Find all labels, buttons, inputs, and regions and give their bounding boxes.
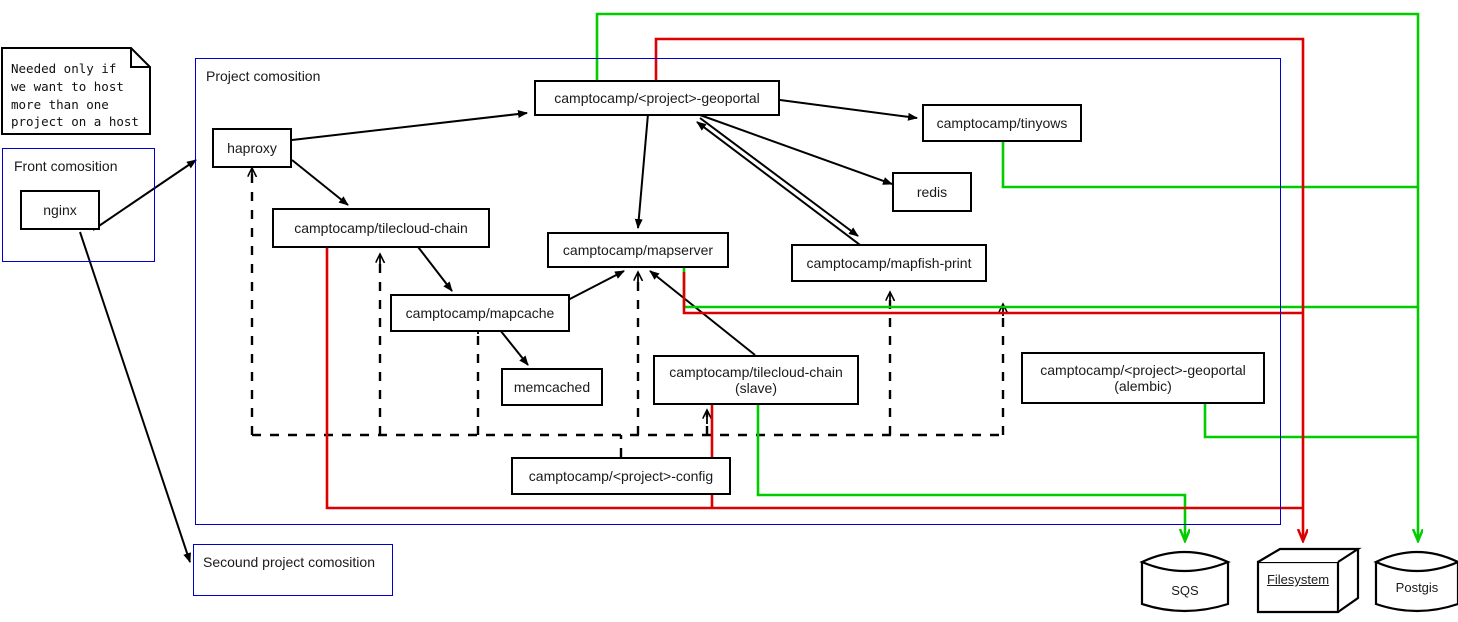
store-filesystem-shape [1256, 547, 1362, 614]
node-haproxy-label: haproxy [227, 139, 277, 156]
node-mapfish-print[interactable]: camptocamp/mapfish-print [791, 244, 987, 282]
store-postgis-shape [1373, 550, 1458, 613]
node-memcached-label: memcached [513, 378, 591, 395]
group-project-comosition [195, 58, 1281, 525]
edge-nginx-to-haproxy [92, 159, 197, 231]
edge-haproxy-to-tilecloud-chain [291, 159, 349, 206]
green-geoportal-to-postgis [595, 12, 1418, 540]
edge-haproxy-to-geoportal [291, 110, 528, 141]
edge-geoportal-to-tinyows [779, 99, 918, 121]
node-mapcache-label: camptocamp/mapcache [405, 304, 555, 321]
green-tinyows-to-postgis [1001, 142, 1418, 189]
node-tilecloud-chain[interactable]: camptocamp/tilecloud-chain [272, 208, 490, 248]
node-geoportal-alembic-label: camptocamp/<project>-geoportal [1040, 361, 1246, 378]
store-sqs-label: SQS [1171, 583, 1199, 598]
group-secound-project-comosition-label: Secound project comosition [203, 554, 375, 570]
red-tilecloud-chain-to-filesystem [325, 248, 1303, 510]
note-fold-icon [130, 48, 150, 68]
node-nginx[interactable]: nginx [20, 190, 100, 230]
node-memcached[interactable]: memcached [501, 368, 603, 406]
group-project-comosition-label: Project comosition [206, 68, 321, 84]
node-redis[interactable]: redis [892, 172, 972, 212]
group-secound-project-comosition [193, 544, 393, 596]
edge-nginx-to-secound-project [79, 231, 191, 563]
note-text: Needed only if we want to host more than… [11, 61, 139, 130]
note-shape [1, 47, 151, 135]
node-haproxy[interactable]: haproxy [212, 128, 292, 168]
node-project-config[interactable]: camptocamp/<project>-config [511, 457, 731, 495]
edge-mapfish-print-to-geoportal [696, 121, 881, 261]
node-redis-label: redis [916, 183, 948, 200]
edge-mapcache-to-mapserver [565, 270, 625, 302]
green-tilecloud-slave-to-sqs [756, 405, 1185, 540]
node-tinyows-label: camptocamp/tinyows [936, 114, 1068, 131]
edge-tilecloud-chain-to-mapcache [414, 242, 453, 292]
store-postgis-label: Postgis [1395, 580, 1439, 595]
node-project-config-label: camptocamp/<project>-config [528, 467, 714, 484]
red-mapserver-to-filesystem [682, 272, 1303, 315]
node-tilecloud-chain-slave[interactable]: camptocamp/tilecloud-chain (slave) [653, 355, 859, 405]
node-tilecloud-chain-slave-label: camptocamp/tilecloud-chain [669, 363, 843, 380]
node-mapfish-print-label: camptocamp/mapfish-print [806, 254, 972, 271]
node-mapserver-label: camptocamp/mapserver [562, 241, 714, 258]
red-geoportal-to-filesystem [654, 37, 1303, 540]
node-mapserver[interactable]: camptocamp/mapserver [547, 232, 729, 268]
node-geoportal-label: camptocamp/<project>-geoportal [554, 89, 760, 106]
group-front-comosition-label: Front comosition [14, 158, 118, 174]
edge-mapcache-to-memcached [499, 329, 529, 366]
node-geoportal-alembic[interactable]: camptocamp/<project>-geoportal (alembic) [1021, 352, 1265, 404]
node-geoportal-alembic-sublabel: (alembic) [1114, 378, 1172, 394]
node-nginx-label: nginx [43, 201, 77, 218]
green-alembic-to-postgis [1203, 402, 1418, 439]
edge-geoportal-to-mapserver [634, 113, 649, 229]
node-tilecloud-chain-slave-sublabel: (slave) [734, 380, 777, 396]
edge-geoportal-to-redis [699, 114, 893, 185]
group-front-comosition [2, 148, 155, 262]
node-mapcache[interactable]: camptocamp/mapcache [390, 294, 570, 332]
edge-geoportal-to-mapfish-print [699, 117, 859, 237]
node-tinyows[interactable]: camptocamp/tinyows [922, 104, 1082, 142]
store-filesystem-label: Filesystem [1266, 572, 1330, 587]
node-geoportal[interactable]: camptocamp/<project>-geoportal [534, 80, 780, 116]
store-sqs-shape [1139, 550, 1231, 613]
node-tilecloud-chain-label: camptocamp/tilecloud-chain [294, 219, 468, 236]
